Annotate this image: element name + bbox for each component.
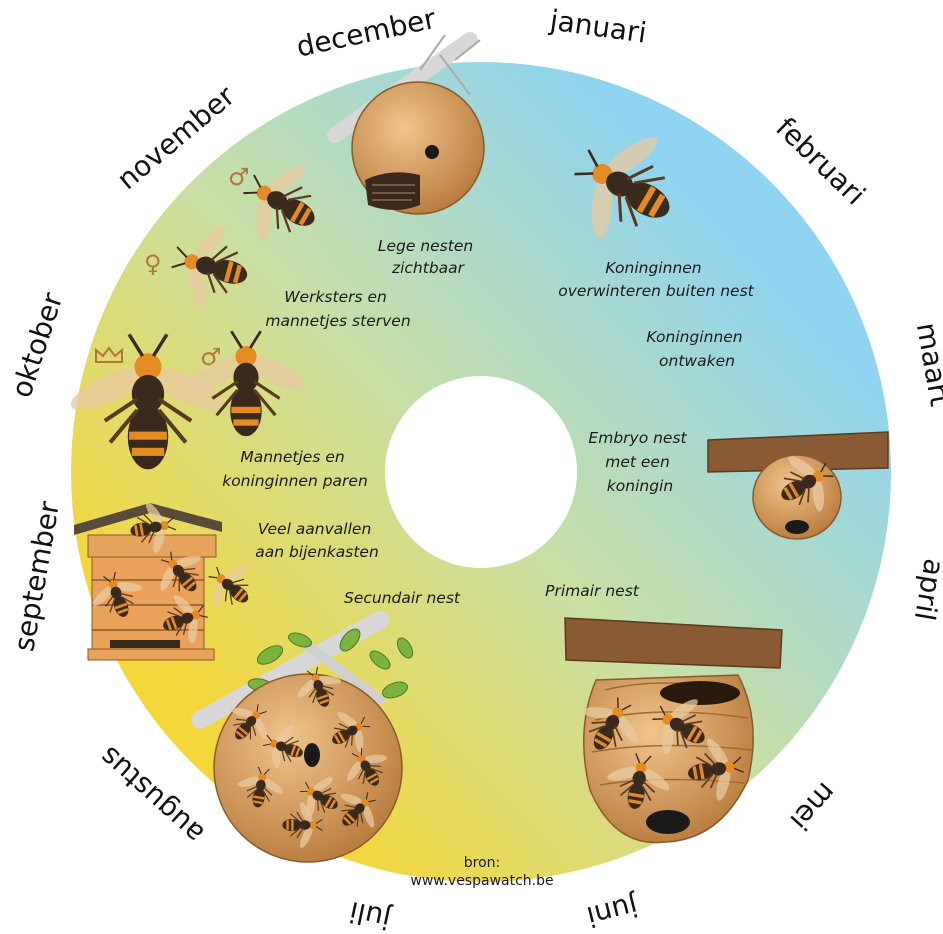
month-mei: mei: [783, 776, 843, 837]
male-symbol-icon: ♂: [228, 163, 250, 191]
female-symbol-icon: ♀: [144, 250, 162, 278]
source-url: www.vespawatch.be: [410, 873, 553, 889]
source-label: bron:: [464, 855, 501, 871]
month-juli: juli: [346, 895, 394, 934]
month-september: september: [7, 498, 66, 653]
month-december: december: [293, 2, 439, 64]
month-april: april: [908, 556, 943, 623]
month-februari: februari: [769, 111, 871, 212]
month-juni: juni: [584, 889, 642, 934]
caption-primair-nest: Primair nest: [545, 582, 640, 600]
month-oktober: oktober: [5, 288, 70, 401]
caption-secundair-nest: Secundair nest: [344, 589, 461, 607]
month-maart: maart: [910, 320, 943, 409]
center-hole: [385, 376, 577, 568]
month-januari: januari: [547, 3, 649, 49]
